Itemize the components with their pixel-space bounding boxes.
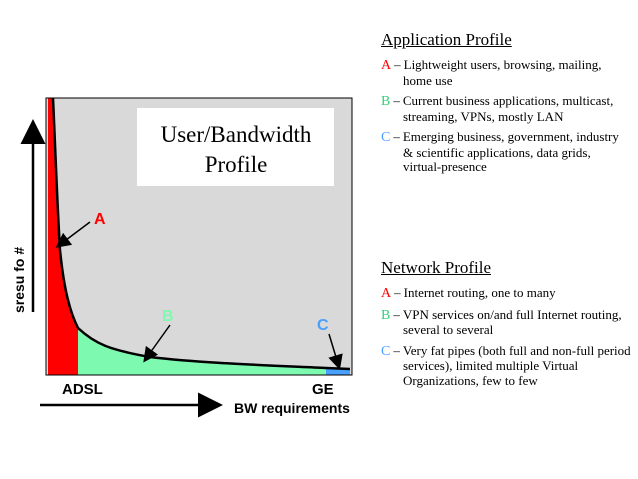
application-profile-panel: Application Profile A–Lightweight users,… bbox=[381, 30, 631, 181]
region-b-pointer bbox=[143, 324, 171, 363]
network-profile-panel: Network Profile A–Internet routing, one … bbox=[381, 258, 631, 394]
network-item-a-text: Internet routing, one to many bbox=[403, 285, 556, 300]
network-item-a-label: A bbox=[381, 286, 392, 301]
application-item-c-text: Emerging business, government, industry … bbox=[402, 129, 619, 174]
network-item-c-label: C bbox=[381, 343, 391, 359]
region-b-fill bbox=[78, 328, 326, 375]
diagram-title-box bbox=[137, 108, 334, 186]
application-profile-title: Application Profile bbox=[381, 30, 512, 49]
application-item-c: C–Emerging business, government, industr… bbox=[381, 129, 619, 174]
application-item-a-label: A bbox=[381, 58, 392, 73]
diagram-title-line2: Profile bbox=[205, 152, 268, 177]
application-item-c-label: C bbox=[381, 130, 391, 145]
application-item-b-label: B bbox=[381, 94, 391, 109]
region-a-pointer bbox=[55, 221, 91, 248]
x-tick-right: GE bbox=[312, 381, 334, 398]
region-c-label: C bbox=[317, 317, 329, 334]
application-item-b-text: Current business applications, multicast… bbox=[402, 93, 614, 124]
network-item-b-label: B bbox=[381, 307, 391, 323]
distribution-curve bbox=[51, 97, 351, 371]
network-item-b-text: VPN services on/and full Internet routin… bbox=[402, 306, 622, 337]
network-item-c-text: Very fat pipes (both full and non-full p… bbox=[402, 342, 631, 388]
x-axis-label: BW requirements bbox=[234, 400, 350, 416]
region-b-label: B bbox=[162, 308, 174, 325]
network-item-c: C–Very fat pipes (both full and non-full… bbox=[381, 342, 631, 388]
network-item-a: A–Internet routing, one to many bbox=[381, 285, 556, 301]
application-item-a-text: Lightweight users, browsing, mailing, ho… bbox=[403, 57, 602, 88]
x-tick-left: ADSL bbox=[62, 381, 103, 398]
diagram-title-line1: User/Bandwidth bbox=[161, 122, 312, 147]
network-profile-title: Network Profile bbox=[381, 258, 492, 277]
region-c-pointer bbox=[328, 333, 343, 370]
y-axis-label: sresu fo # bbox=[11, 247, 27, 313]
network-item-b: B–VPN services on/and full Internet rout… bbox=[381, 306, 622, 337]
region-a-label: A bbox=[94, 211, 106, 228]
application-item-a: A–Lightweight users, browsing, mailing, … bbox=[381, 57, 602, 88]
application-item-b: B–Current business applications, multica… bbox=[381, 93, 614, 124]
